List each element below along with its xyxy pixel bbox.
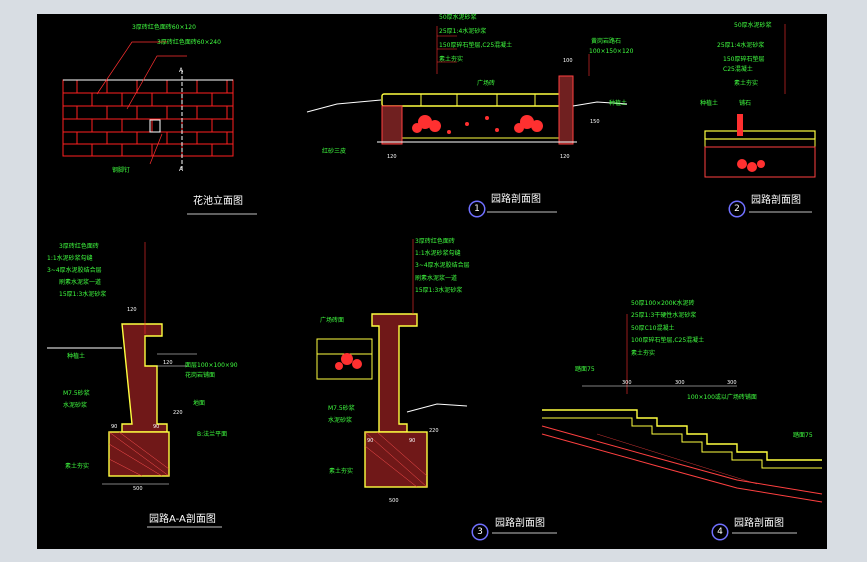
- s4-label-2: 25厚1:3干硬性水泥砂浆: [631, 312, 697, 319]
- section4-title: 园路剖面图: [734, 518, 784, 529]
- section-number-4: 4: [712, 524, 728, 540]
- s2-label-2: 25厚1:4水泥砂浆: [717, 42, 765, 49]
- s2-label-5: 素土夯实: [734, 80, 759, 87]
- s1-label-4: 素土夯实: [439, 56, 464, 63]
- s2-label-6: 种植土: [700, 100, 719, 107]
- section2-drawing: [704, 24, 816, 178]
- s3-label-9: 素土夯实: [329, 468, 354, 475]
- sA-dim-6: 220: [173, 410, 183, 416]
- s1-label-2: 25厚1:4水泥砂浆: [439, 28, 487, 35]
- s2-label-3: 150厚碎石垫层: [723, 56, 765, 63]
- sA-label-2: 1:1水泥砂浆勾缝: [47, 255, 93, 262]
- s4-label-8: 踏面75: [793, 432, 813, 439]
- s3-label-7: M7.5砂浆: [328, 405, 355, 412]
- s3-label-1: 3厚砖红色面砖: [415, 238, 455, 245]
- sA-dim-3: 90: [111, 424, 118, 430]
- planter-elevation-drawing: [62, 70, 234, 170]
- sA-label-4: 刷素水泥浆一道: [59, 279, 102, 286]
- planter-elevation-title: 花池立面图: [193, 196, 243, 207]
- s1-dim-2: 120: [560, 154, 570, 160]
- section-mark-a-bottom: A: [179, 166, 184, 173]
- section1-title: 园路剖面图: [491, 194, 541, 205]
- section3-drawing: [316, 239, 468, 488]
- sA-label-8: 花岗岩铺面: [185, 372, 216, 379]
- s2-label-1: 50厚水泥砂浆: [734, 22, 772, 29]
- s3-label-2: 1:1水泥砂浆勾缝: [415, 250, 461, 257]
- s3-label-4: 刷素水泥浆一道: [415, 275, 458, 282]
- sA-dim-2: 500: [133, 486, 143, 492]
- sectionA-drawing: [47, 242, 197, 485]
- s2-label-7: 铺石: [739, 100, 752, 107]
- sA-label-3: 3~4厚水泥胶结合层: [47, 267, 102, 274]
- brick-label-1: 3厚砖红色面砖60×120: [132, 24, 196, 31]
- section-number-2: 2: [729, 201, 745, 217]
- s1-label-7: 100×150×120: [589, 48, 634, 55]
- s1-label-1: 50厚水泥砂浆: [439, 14, 477, 21]
- s4-label-1: 50厚100×200K水泥砖: [631, 300, 695, 307]
- sA-dim-4: 90: [153, 424, 160, 430]
- drawing-sheet: 3厚砖红色面砖60×120 3厚砖红色面砖60×240 钢脚钉 A A 花池立面…: [37, 14, 827, 549]
- s1-label-6: 黄岗岩路石: [591, 38, 622, 45]
- cad-linework: [47, 24, 823, 541]
- section3-title: 园路剖面图: [495, 518, 545, 529]
- sA-dim-1: 120: [127, 307, 137, 313]
- sA-label-11: 地面: [193, 400, 206, 407]
- s3-label-5: 15厚1:3水泥砂浆: [415, 287, 463, 294]
- s1-dim-4: 150: [590, 119, 600, 125]
- section1-drawing: [306, 26, 628, 145]
- s3-dim-4: 220: [429, 428, 439, 434]
- section-number-1: 1: [469, 201, 485, 217]
- s4-label-6: 踏面75: [575, 366, 595, 373]
- sA-label-12: B:法兰平面: [197, 431, 228, 438]
- section4-drawing: [541, 314, 823, 503]
- sA-label-5: 15厚1:3水泥砂浆: [59, 291, 107, 298]
- s4-dim-3: 300: [727, 380, 737, 386]
- section-number-3: 3: [472, 524, 488, 540]
- s3-dim-3: 90: [409, 438, 416, 444]
- sA-label-7: 面层100×100×90: [185, 362, 238, 369]
- s1-dim-1: 120: [387, 154, 397, 160]
- s1-dim-3: 100: [563, 58, 573, 64]
- sA-label-6: 种植土: [67, 353, 86, 360]
- s3-dim-1: 500: [389, 498, 399, 504]
- s4-label-5: 素土夯实: [631, 350, 656, 357]
- section2-title: 园路剖面图: [751, 195, 801, 206]
- s3-label-8: 水泥砂浆: [328, 417, 353, 424]
- s1-label-8: 种植土: [609, 100, 628, 107]
- brick-label-2: 3厚砖红色面砖60×240: [157, 39, 221, 46]
- sA-label-9: M7.5砂浆: [63, 390, 90, 397]
- sA-label-13: 素土夯实: [65, 463, 90, 470]
- s4-label-7: 100×100或以广场砖铺面: [687, 394, 757, 401]
- s4-dim-1: 300: [622, 380, 632, 386]
- s4-label-3: 50厚C10混凝土: [631, 325, 675, 332]
- sA-dim-5: 120: [163, 360, 173, 366]
- sA-label-10: 水泥砂浆: [63, 402, 88, 409]
- nail-label: 钢脚钉: [112, 167, 131, 174]
- sectionA-title: 园路A-A剖面图: [149, 514, 216, 525]
- s3-label-6: 广场砖面: [320, 317, 345, 324]
- s2-label-4: C25混凝土: [723, 66, 753, 73]
- s3-dim-2: 90: [367, 438, 374, 444]
- section-mark-a-top: A: [179, 67, 184, 74]
- s4-label-4: 100厚碎石垫层,C25混凝土: [631, 337, 705, 344]
- s4-dim-2: 300: [675, 380, 685, 386]
- s1-label-3: 150厚碎石垫层,C25混凝土: [439, 42, 513, 49]
- s1-label-9: 红砂三皮: [322, 148, 347, 155]
- s3-label-3: 3~4厚水泥胶结合层: [415, 262, 470, 269]
- s1-label-5: 广场砖: [477, 80, 496, 87]
- sA-label-1: 3厚砖红色面砖: [59, 243, 99, 250]
